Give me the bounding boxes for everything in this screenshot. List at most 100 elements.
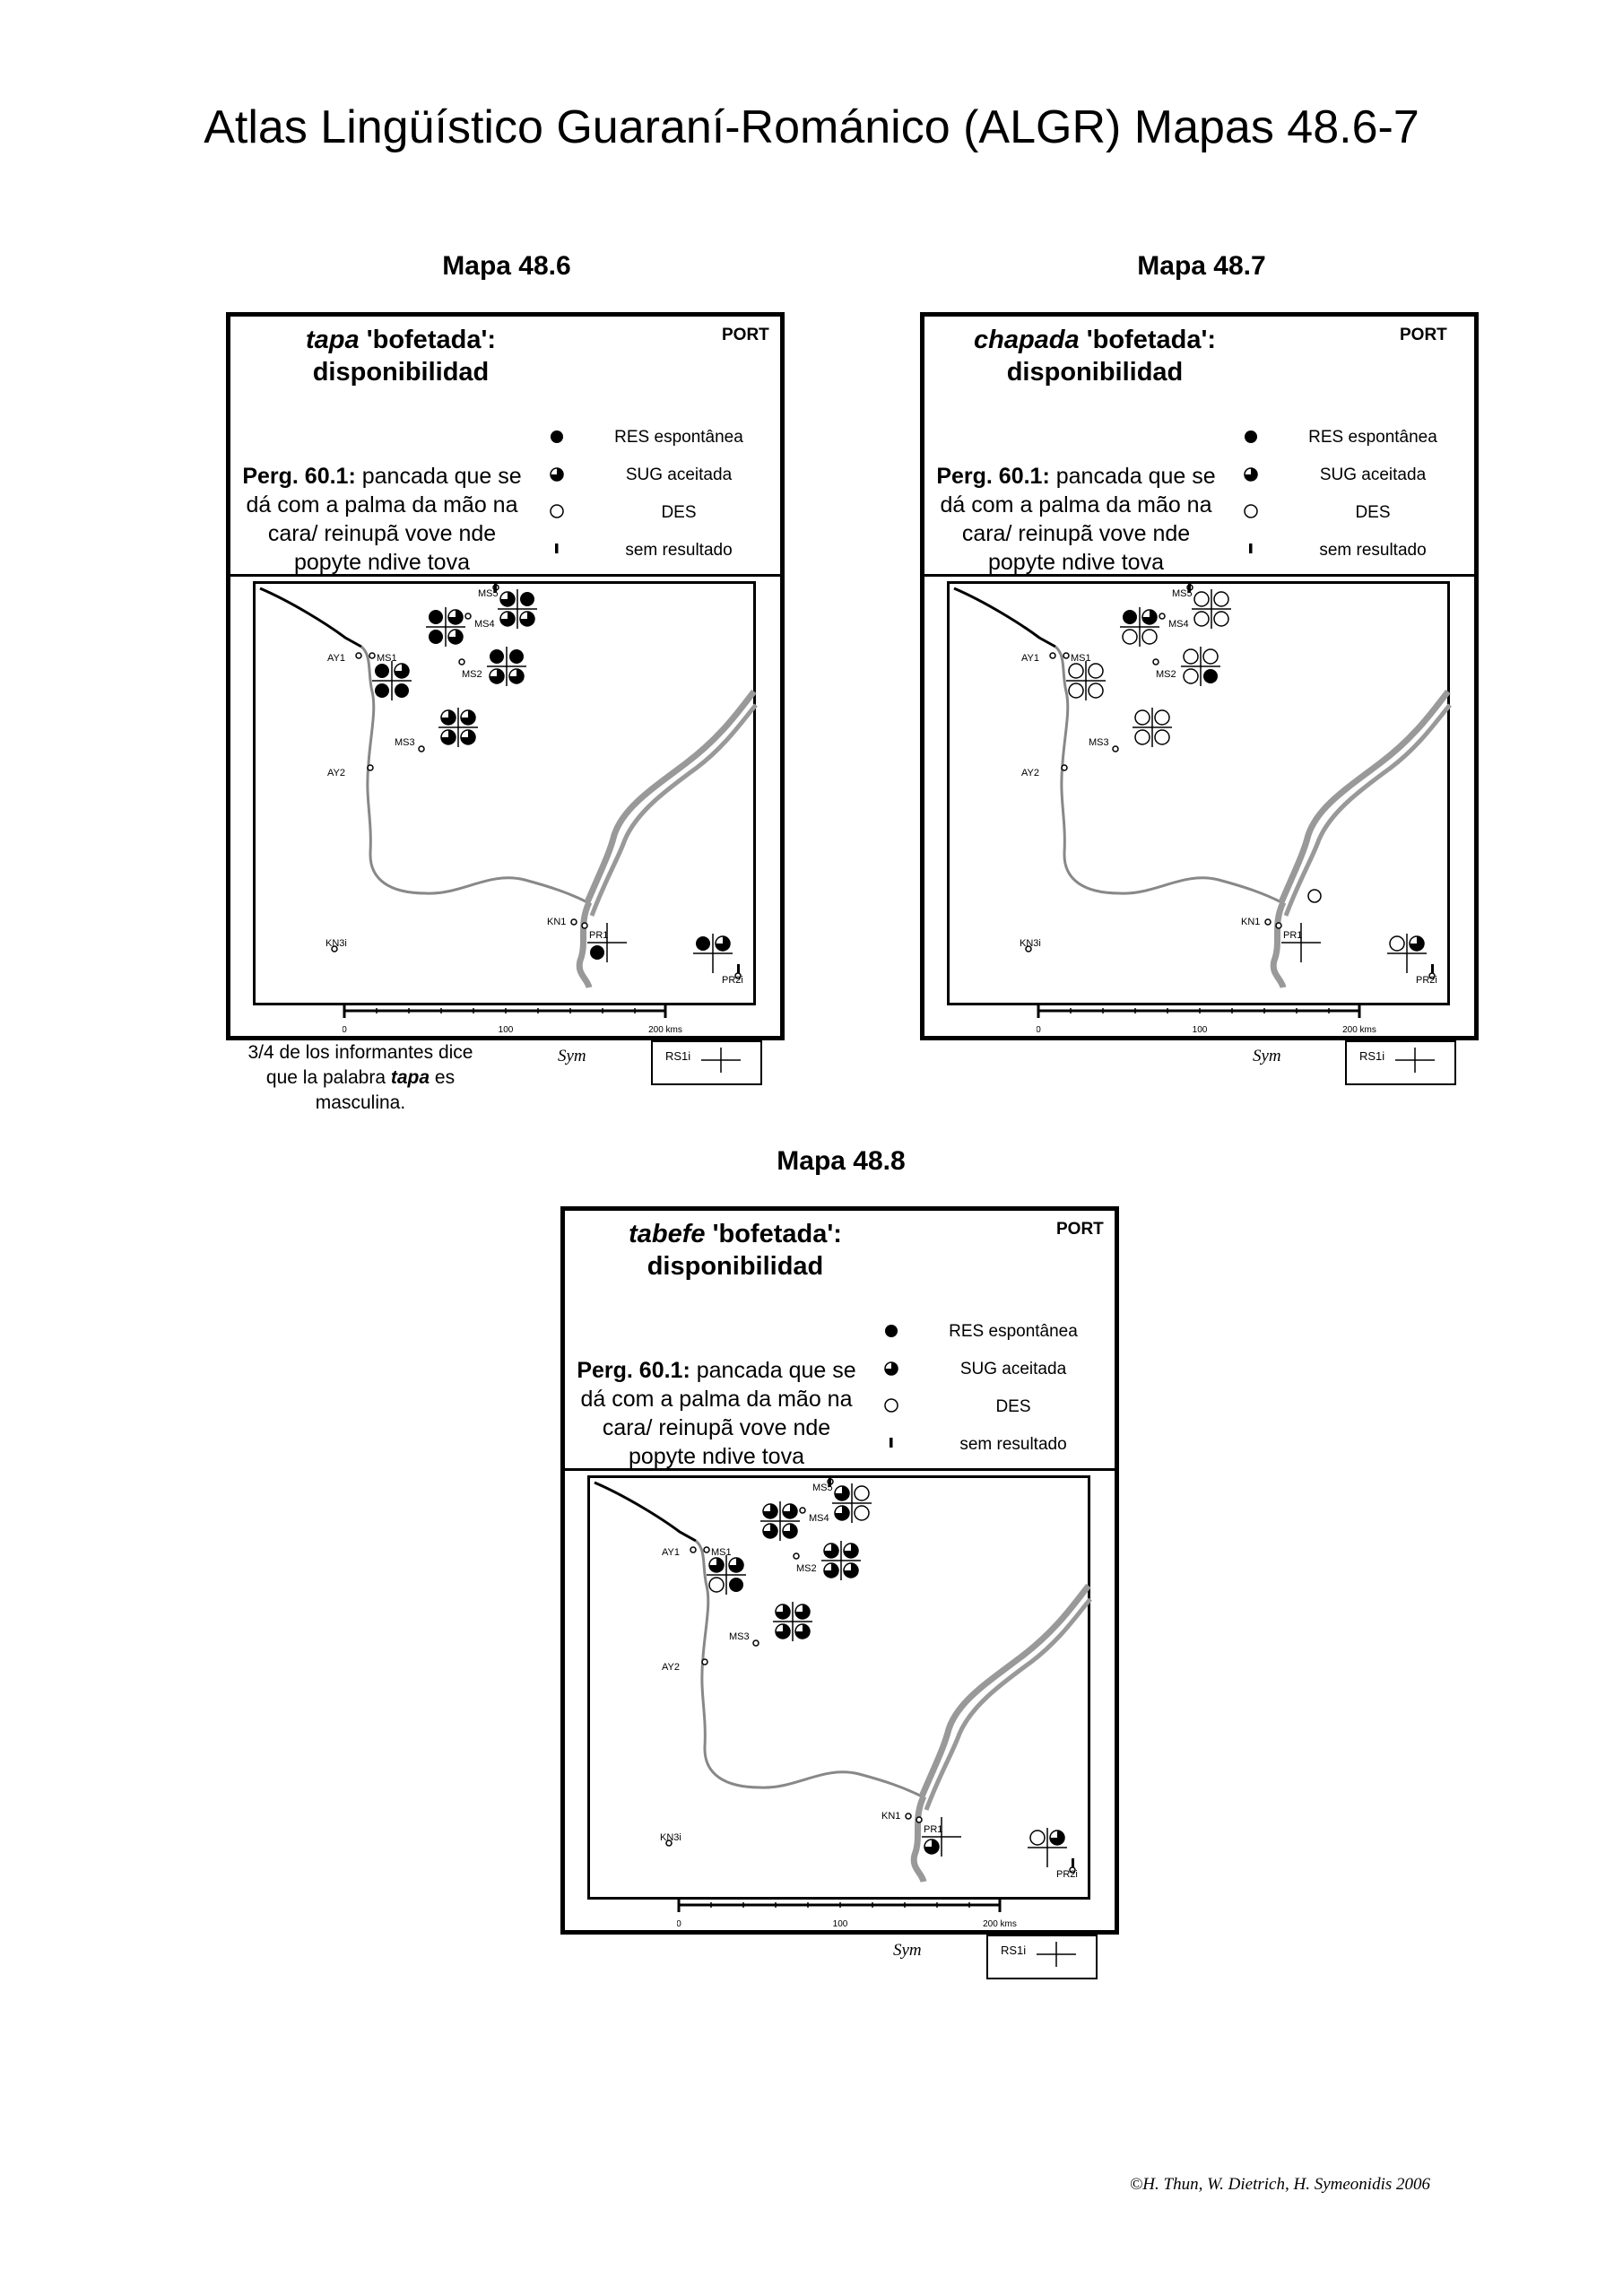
legend-label: SUG aceitada	[959, 1360, 1067, 1378]
panel-divider	[230, 574, 780, 577]
region-code: PORT	[722, 326, 769, 344]
rs1i-box: RS1i	[651, 1040, 762, 1085]
locality-marker	[1159, 613, 1166, 620]
copyright: ©H. Thun, W. Dietrich, H. Symeonidis 200…	[1129, 2175, 1430, 2194]
point-label: MS1	[377, 653, 397, 664]
cross-icon	[1395, 1048, 1435, 1073]
locality-marker	[1264, 918, 1271, 926]
filled-circle-icon	[429, 610, 443, 624]
three-quarter-circle-icon	[794, 1623, 811, 1639]
sym-label: Sym	[1253, 1047, 1281, 1065]
filled-circle-icon	[590, 945, 604, 960]
empty-circle-icon	[1154, 729, 1170, 745]
three-quarter-circle-icon	[394, 663, 410, 679]
point-label: MS1	[711, 1547, 732, 1558]
map-gloss: 'bofetada':	[366, 326, 496, 354]
point-label: MS4	[1168, 619, 1189, 630]
legend-label: sem resultado	[1319, 541, 1427, 560]
empty-circle-icon	[1213, 591, 1229, 607]
point-label: MS3	[729, 1631, 750, 1642]
three-quarter-circle-icon	[550, 467, 564, 482]
map-term: tapa	[306, 326, 360, 354]
locality-marker	[665, 1839, 673, 1847]
three-quarter-circle-icon	[440, 709, 456, 726]
point-label: MS5	[478, 588, 499, 599]
locality-marker	[367, 764, 374, 771]
point-label: PR2i	[722, 975, 743, 986]
legend-label: DES	[661, 503, 697, 522]
point-label: AY2	[1021, 768, 1039, 778]
bar-icon	[737, 964, 740, 973]
point-label: MS5	[812, 1483, 833, 1493]
river-line	[694, 1539, 923, 1798]
empty-circle-icon	[1183, 668, 1199, 684]
three-quarter-circle-icon	[762, 1523, 778, 1539]
map-subtitle: disponibilidad	[312, 358, 490, 387]
empty-circle-icon	[854, 1505, 870, 1521]
panel-divider	[565, 1468, 1115, 1471]
scale-label: 0	[677, 1919, 681, 1929]
question-body: pancada que se dá com a palma da mão na …	[246, 464, 522, 575]
locality-marker	[1112, 745, 1119, 752]
three-quarter-circle-icon	[460, 729, 476, 745]
point-label: MS2	[1156, 669, 1176, 680]
map-title: tapa 'bofetada': disponibilidad	[266, 324, 535, 388]
three-quarter-circle-icon	[708, 1557, 725, 1573]
locality-marker	[793, 1552, 800, 1560]
map-title: tabefe 'bofetada': disponibilidad	[601, 1218, 870, 1283]
legend-label: sem resultado	[625, 541, 733, 560]
river-thick	[910, 1795, 927, 1883]
point-label: MS5	[1172, 588, 1193, 599]
three-quarter-circle-icon	[823, 1562, 839, 1578]
note-term: tapa	[390, 1067, 430, 1088]
locality-marker	[701, 1658, 708, 1665]
rs1i-box: RS1i	[986, 1935, 1098, 1979]
empty-circle-icon	[1088, 683, 1104, 699]
point-label: AY1	[662, 1547, 680, 1558]
locality-marker	[331, 945, 338, 952]
map-panel-48-7: chapada 'bofetada': disponibilidad PORT …	[920, 312, 1479, 1040]
map-gloss: 'bofetada':	[1086, 326, 1217, 354]
filled-circle-icon	[375, 683, 389, 698]
point-label: KN1	[1241, 917, 1260, 927]
empty-circle-icon	[708, 1577, 725, 1593]
filled-circle-icon	[885, 1325, 898, 1337]
river-thick	[1270, 900, 1287, 989]
map-panel-48-6: tapa 'bofetada': disponibilidad PORT Per…	[226, 312, 785, 1040]
legend-label: RES espontânea	[1308, 428, 1437, 447]
scale-label: 0	[1037, 1025, 1041, 1035]
empty-circle-icon	[1029, 1830, 1046, 1846]
river-thick	[918, 1583, 1091, 1798]
scale-label: 200 kms	[983, 1919, 1017, 1929]
three-quarter-circle-icon	[762, 1503, 778, 1519]
map-term: chapada	[973, 326, 1080, 354]
question-number: Perg. 60.1:	[242, 464, 356, 489]
question-text: Perg. 60.1: pancada que se dá com a palm…	[928, 462, 1224, 577]
question-number: Perg. 60.1:	[577, 1358, 690, 1383]
locality-marker	[1061, 764, 1068, 771]
map-caption: Mapa 48.6	[442, 251, 571, 281]
scale-label: 200 kms	[1342, 1025, 1376, 1035]
river-line	[360, 645, 588, 904]
legend-label: sem resultado	[959, 1435, 1067, 1454]
map-subtitle: disponibilidad	[1006, 358, 1184, 387]
three-quarter-circle-icon	[782, 1523, 798, 1539]
note-text-end: es masculina.	[315, 1067, 456, 1113]
empty-circle-icon	[1183, 648, 1199, 665]
legend-label: SUG aceitada	[625, 465, 733, 484]
map-gloss: 'bofetada':	[712, 1220, 842, 1248]
rs1i-box: RS1i	[1345, 1040, 1456, 1085]
empty-circle-icon	[1193, 611, 1210, 627]
three-quarter-circle-icon	[489, 668, 505, 684]
point-label: AY1	[327, 653, 345, 664]
three-quarter-circle-icon	[715, 935, 731, 952]
empty-circle-icon	[1068, 663, 1084, 679]
border-line	[259, 587, 362, 648]
question-body: pancada que se dá com a palma da mão na …	[580, 1358, 856, 1469]
sym-label: Sym	[558, 1047, 586, 1065]
three-quarter-circle-icon	[823, 1543, 839, 1559]
map-title: chapada 'bofetada': disponibilidad	[960, 324, 1229, 388]
